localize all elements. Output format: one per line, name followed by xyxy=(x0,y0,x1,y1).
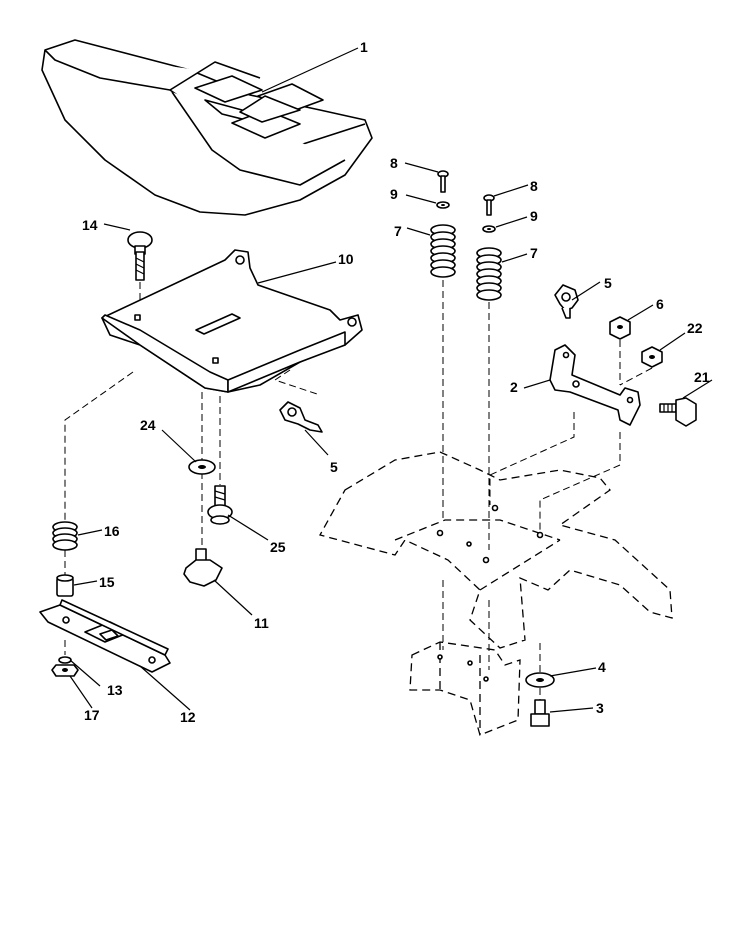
coil-spring-right xyxy=(476,247,502,301)
seat-slide-rail xyxy=(39,599,171,673)
adjustment-knob xyxy=(183,548,223,587)
carriage-bolt xyxy=(127,231,153,281)
callout-24: 24 xyxy=(140,417,156,433)
flat-washer-right xyxy=(482,225,496,233)
seat-pan xyxy=(101,249,363,393)
callout-7-left: 7 xyxy=(394,223,402,239)
compression-spring xyxy=(52,521,78,551)
lock-washer-13 xyxy=(58,656,72,664)
shoulder-bolt xyxy=(207,485,233,525)
hex-nut-17 xyxy=(51,664,79,677)
tractor-frame-outline xyxy=(319,451,673,736)
flat-washer-24 xyxy=(188,459,216,475)
flat-washer-left xyxy=(436,201,450,209)
seat xyxy=(41,39,373,216)
seat-panel-grid xyxy=(194,75,324,139)
callout-14: 14 xyxy=(82,217,98,233)
callout-8-right: 8 xyxy=(530,178,538,194)
callout-5-left: 5 xyxy=(330,459,338,475)
callout-13: 13 xyxy=(107,682,123,698)
spring-clip-right xyxy=(554,284,579,319)
callout-4: 4 xyxy=(598,659,606,675)
callout-6: 6 xyxy=(656,296,664,312)
callout-11: 11 xyxy=(254,615,269,631)
callout-22: 22 xyxy=(687,320,703,336)
spacer xyxy=(56,574,74,597)
callout-2: 2 xyxy=(510,379,518,395)
hex-bolt-21 xyxy=(659,397,697,427)
coil-spring-left xyxy=(430,224,456,278)
callout-17: 17 xyxy=(84,707,100,723)
hex-bolt-right xyxy=(483,194,495,216)
hex-bolt-3 xyxy=(530,699,550,727)
callout-16: 16 xyxy=(104,523,120,539)
callout-8-left: 8 xyxy=(390,155,398,171)
flat-washer-4 xyxy=(525,672,555,688)
spring-clip-left xyxy=(279,401,323,433)
callout-9-left: 9 xyxy=(390,186,398,202)
hex-nut-22 xyxy=(641,346,663,368)
callout-3: 3 xyxy=(596,700,604,716)
hex-nut-6 xyxy=(609,316,631,340)
callout-7-right: 7 xyxy=(530,245,538,261)
callout-15: 15 xyxy=(99,574,115,590)
callout-9-right: 9 xyxy=(530,208,538,224)
hex-bolt-left xyxy=(437,170,449,193)
callout-10: 10 xyxy=(338,251,354,267)
callout-5-right: 5 xyxy=(604,275,612,291)
callout-21: 21 xyxy=(694,369,710,385)
callout-25: 25 xyxy=(270,539,286,555)
callout-1: 1 xyxy=(360,39,368,55)
seat-bracket xyxy=(549,344,641,426)
callout-12: 12 xyxy=(180,709,196,725)
